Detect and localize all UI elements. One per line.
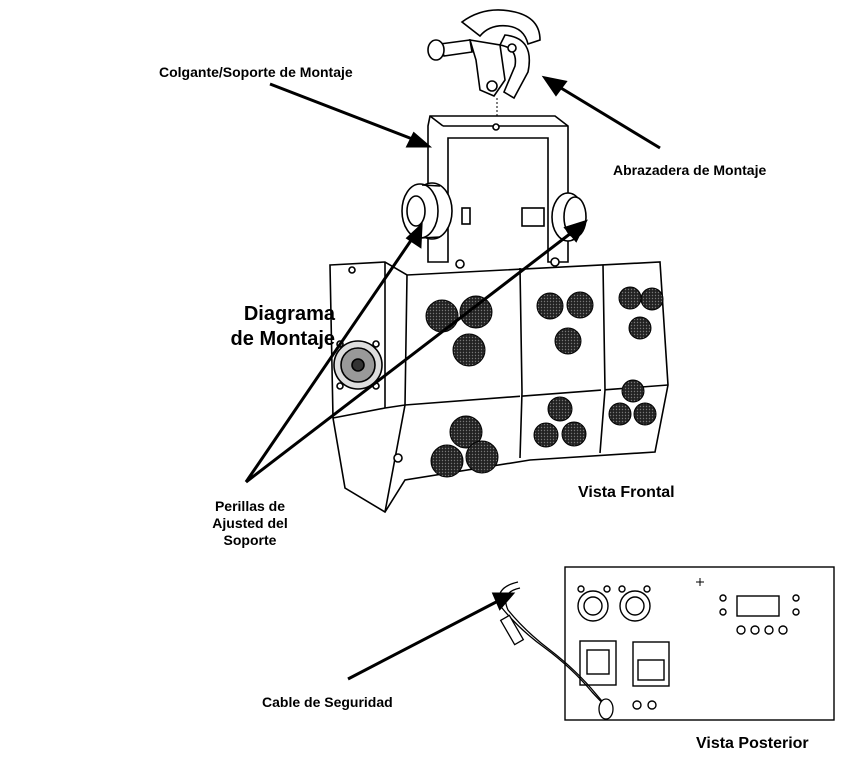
mounting-clamp-drawing [427, 9, 541, 128]
leader-arrows [244, 75, 661, 681]
rear-panel-drawing [564, 566, 835, 721]
lens-clusters [425, 286, 664, 478]
safety-cable-drawing [498, 581, 614, 720]
label-bracket-knobs-line-2: Ajusted del [212, 515, 288, 531]
diagram-title-line-1: Diagrama [243, 303, 335, 325]
label-bracket-knobs-line-3: Soporte [223, 532, 277, 548]
diagram-title: Diagrama de Montaje [175, 302, 335, 352]
label-mounting-clamp: Abrazadera de Montaje [613, 162, 767, 178]
diagram-title-line-2: de Montaje [230, 328, 335, 350]
fixture-body-drawing [329, 257, 669, 514]
label-rear-view: Vista Posterior [696, 735, 809, 752]
label-bracket-knobs: Perillas de Ajusted del Soporte [180, 498, 320, 549]
label-bracket-knobs-line-1: Perillas de [214, 498, 286, 514]
label-safety-cable: Cable de Seguridad [262, 694, 393, 710]
label-front-view: Vista Frontal [578, 484, 675, 501]
label-hanger-bracket: Colgante/Soporte de Montaje [159, 64, 353, 80]
hanger-bracket-drawing [427, 115, 569, 263]
